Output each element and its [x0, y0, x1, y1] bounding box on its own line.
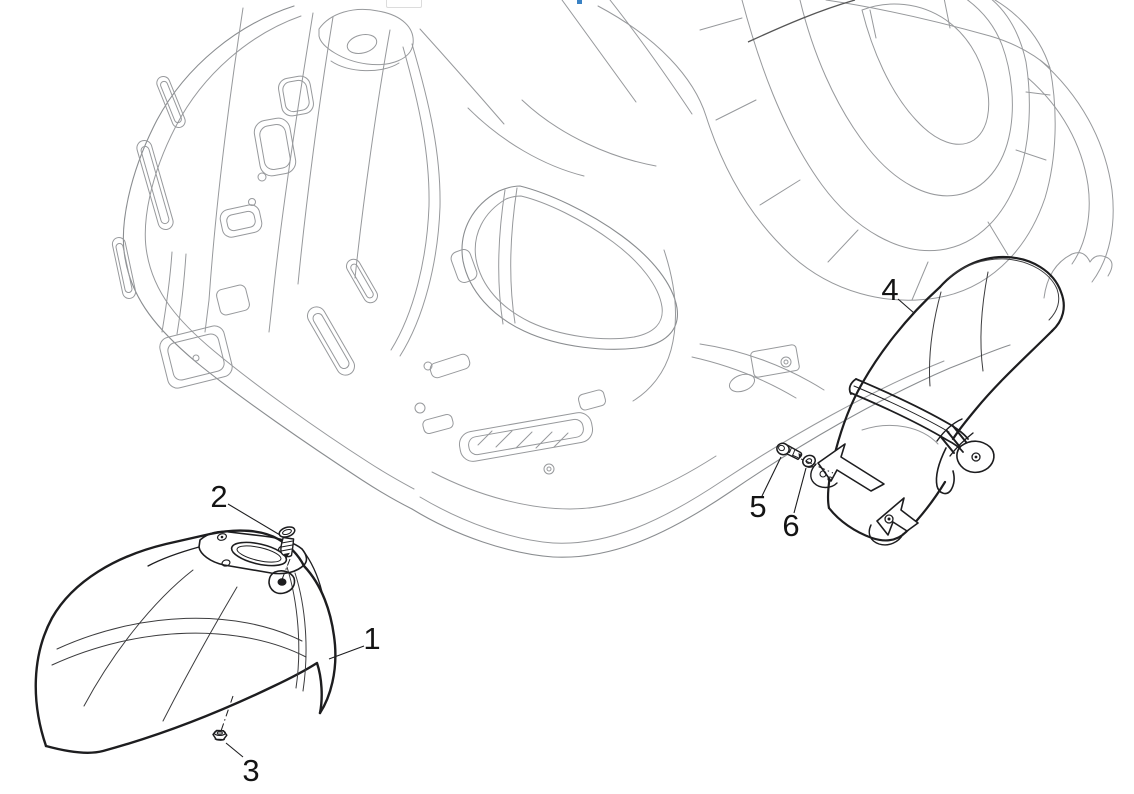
nut-part-3 [212, 729, 228, 741]
assembly-axis-lines [220, 454, 834, 732]
engine-cover-wireframe [597, 0, 1114, 301]
callout-label-3: 3 [242, 753, 259, 788]
callout-label-2: 2 [210, 479, 227, 514]
callout-label-1: 1 [363, 621, 380, 656]
callout-labels: 1 2 3 4 5 6 [210, 272, 898, 788]
callout-label-6: 6 [782, 508, 799, 543]
callout-label-5: 5 [749, 489, 766, 524]
rear-mudguard-part [810, 255, 1065, 546]
callout-label-4: 4 [881, 272, 898, 307]
cropped-toolbar-button[interactable] [386, 0, 422, 8]
cropped-blue-indicator [577, 0, 582, 4]
screw-part-2 [278, 526, 296, 558]
screw-part-5 [776, 442, 803, 461]
scooter-frame-wireframe [111, 0, 1113, 558]
front-mudguard-part [34, 529, 337, 754]
callout-leader-lines [225, 298, 915, 758]
